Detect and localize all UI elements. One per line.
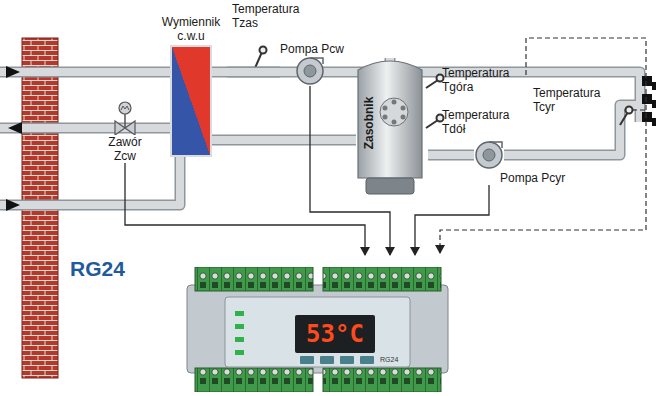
component-label: Zasobnik <box>362 88 376 158</box>
controller-title: RG24 <box>70 257 125 281</box>
component-node: Pompa Pcw <box>280 42 360 86</box>
component-node: Pompa Pcyr <box>474 140 584 185</box>
component-node: Wymiennik c.w.u <box>155 15 227 157</box>
valve-symbol <box>110 101 140 135</box>
taps <box>642 76 656 126</box>
sensor-signal-line <box>440 38 646 253</box>
pump-symbol <box>474 140 504 170</box>
pipe-connector <box>428 155 474 156</box>
heat-exchanger <box>170 45 212 157</box>
pipes <box>0 58 640 205</box>
sensor-signal-line <box>632 109 646 110</box>
component-label: Wymiennik c.w.u <box>155 15 227 43</box>
display-reading: 53°C <box>295 315 375 353</box>
component-node: Zasobnik <box>352 50 428 200</box>
sensor-label: Temperatura Tdół <box>442 108 522 136</box>
sensor-label: Temperatura Tgóra <box>442 66 522 94</box>
control-wire <box>125 163 365 255</box>
component-label: Pompa Pcyr <box>474 171 584 185</box>
component-node: Zawór Zcw <box>98 101 152 163</box>
pipe-connector <box>227 72 280 73</box>
sensor-label: Temperatura Tcyr <box>533 86 613 114</box>
controller-node: RG24 53°C RG24 <box>60 255 455 394</box>
control-wire <box>415 185 489 255</box>
component-label: Zawór Zcw <box>98 135 152 163</box>
component-label: Pompa Pcw <box>280 42 360 56</box>
pump-symbol <box>295 56 325 86</box>
flow-arrows <box>6 66 22 211</box>
sensor-label: Temperatura Tzas <box>232 2 308 30</box>
device-marking: RG24 <box>380 356 398 364</box>
